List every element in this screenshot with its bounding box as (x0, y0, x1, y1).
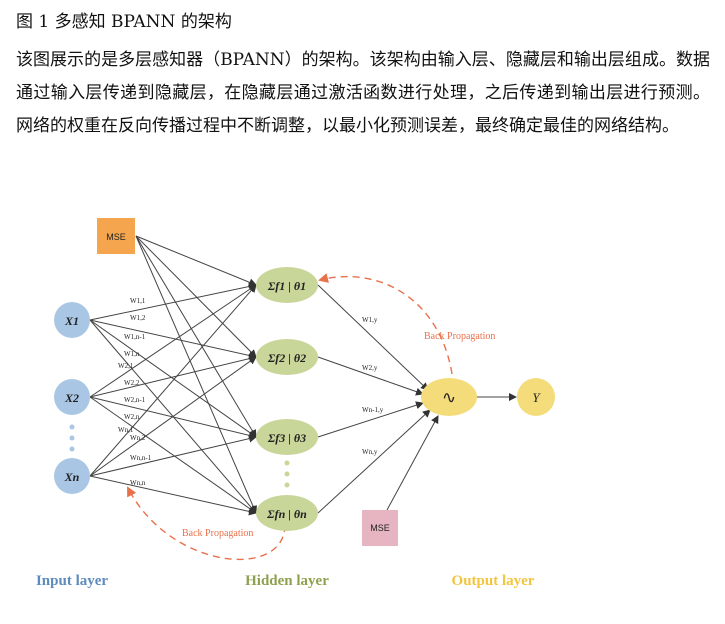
input-node (54, 379, 90, 415)
mse-box-top (97, 218, 135, 254)
activation-symbol: ∿ (442, 388, 456, 408)
input-node-label: X2 (64, 391, 79, 405)
back-propagation-arcs (127, 273, 453, 561)
weight-label: Wn,n (130, 479, 146, 487)
weight-label: Wn-1,y (362, 406, 384, 414)
hidden-node-label: Σf1 | θ1 (267, 279, 306, 293)
mse-label-bottom: MSE (370, 523, 390, 533)
description-paragraph: 该图展示的是多层感知器（BPANN）的架构。该架构由输入层、隐藏层和输出层组成。… (16, 50, 710, 136)
input-node-label: Xn (64, 470, 80, 484)
hidden-ellipsis-dot (284, 460, 290, 466)
weight-label: W1,2 (130, 314, 146, 322)
input-to-hidden-connections (89, 235, 257, 516)
hidden-node (256, 419, 318, 455)
back-propagation-label-top: Back Propagation (424, 331, 495, 342)
mse-label-top: MSE (106, 232, 126, 242)
hidden-node (256, 267, 318, 303)
weight-label: W2,2 (124, 379, 140, 387)
input-ellipsis-dot (69, 446, 75, 452)
hidden-node-label: Σf3 | θ3 (267, 431, 306, 445)
input-node-label: X1 (64, 314, 79, 328)
input-node (54, 302, 90, 338)
input-layer-nodes: X1 X2 Xn (54, 302, 90, 494)
input-layer-label: Input layer (36, 573, 108, 589)
input-node (54, 458, 90, 494)
weight-label: W2,1 (118, 362, 134, 370)
weight-label: Wn,y (362, 448, 378, 456)
hidden-node (256, 339, 318, 375)
back-propagation-label-bottom: Back Propagation (182, 528, 253, 539)
input-ellipsis-dot (69, 435, 75, 441)
weight-label: Wn,n-1 (130, 454, 152, 462)
weight-label: Wn,2 (130, 434, 146, 442)
weight-label: W1,y (362, 316, 378, 324)
hidden-layer-nodes: Σf1 | θ1 Σf2 | θ2 Σf3 | θ3 Σfn | θn (256, 267, 318, 531)
weight-label: W1,1 (130, 297, 146, 305)
output-node-label: Y (532, 390, 541, 405)
hidden-ellipsis-dot (284, 471, 290, 477)
hidden-node-label: Σf2 | θ2 (267, 351, 306, 365)
weight-label: W2,y (362, 364, 378, 372)
hidden-to-output-connections (317, 284, 517, 514)
weight-label: W2,n-1 (124, 396, 146, 404)
hidden-node (256, 495, 318, 531)
weight-label: Wn,1 (118, 426, 134, 434)
hidden-weight-labels: W1,y W2,y Wn-1,y Wn,y (362, 316, 384, 456)
mse-box-bottom (362, 510, 398, 546)
figure-caption: 图 1 多感知 BPANN 的架构 (16, 12, 232, 32)
output-node (517, 378, 555, 416)
output-layer-label: Output layer (452, 573, 535, 589)
hidden-layer-label: Hidden layer (245, 573, 329, 589)
input-ellipsis-dot (69, 424, 75, 430)
activation-node (421, 378, 477, 416)
input-weight-labels: W1,1 W1,2 W1,n-1 W1,n W2,1 W2,2 W2,n-1 W… (118, 297, 152, 487)
weight-label: W1,n (124, 350, 140, 358)
hidden-node-label: Σfn | θn (266, 507, 307, 521)
hidden-ellipsis-dot (284, 482, 290, 488)
weight-label: W2,n (124, 413, 140, 421)
weight-label: W1,n-1 (124, 333, 146, 341)
